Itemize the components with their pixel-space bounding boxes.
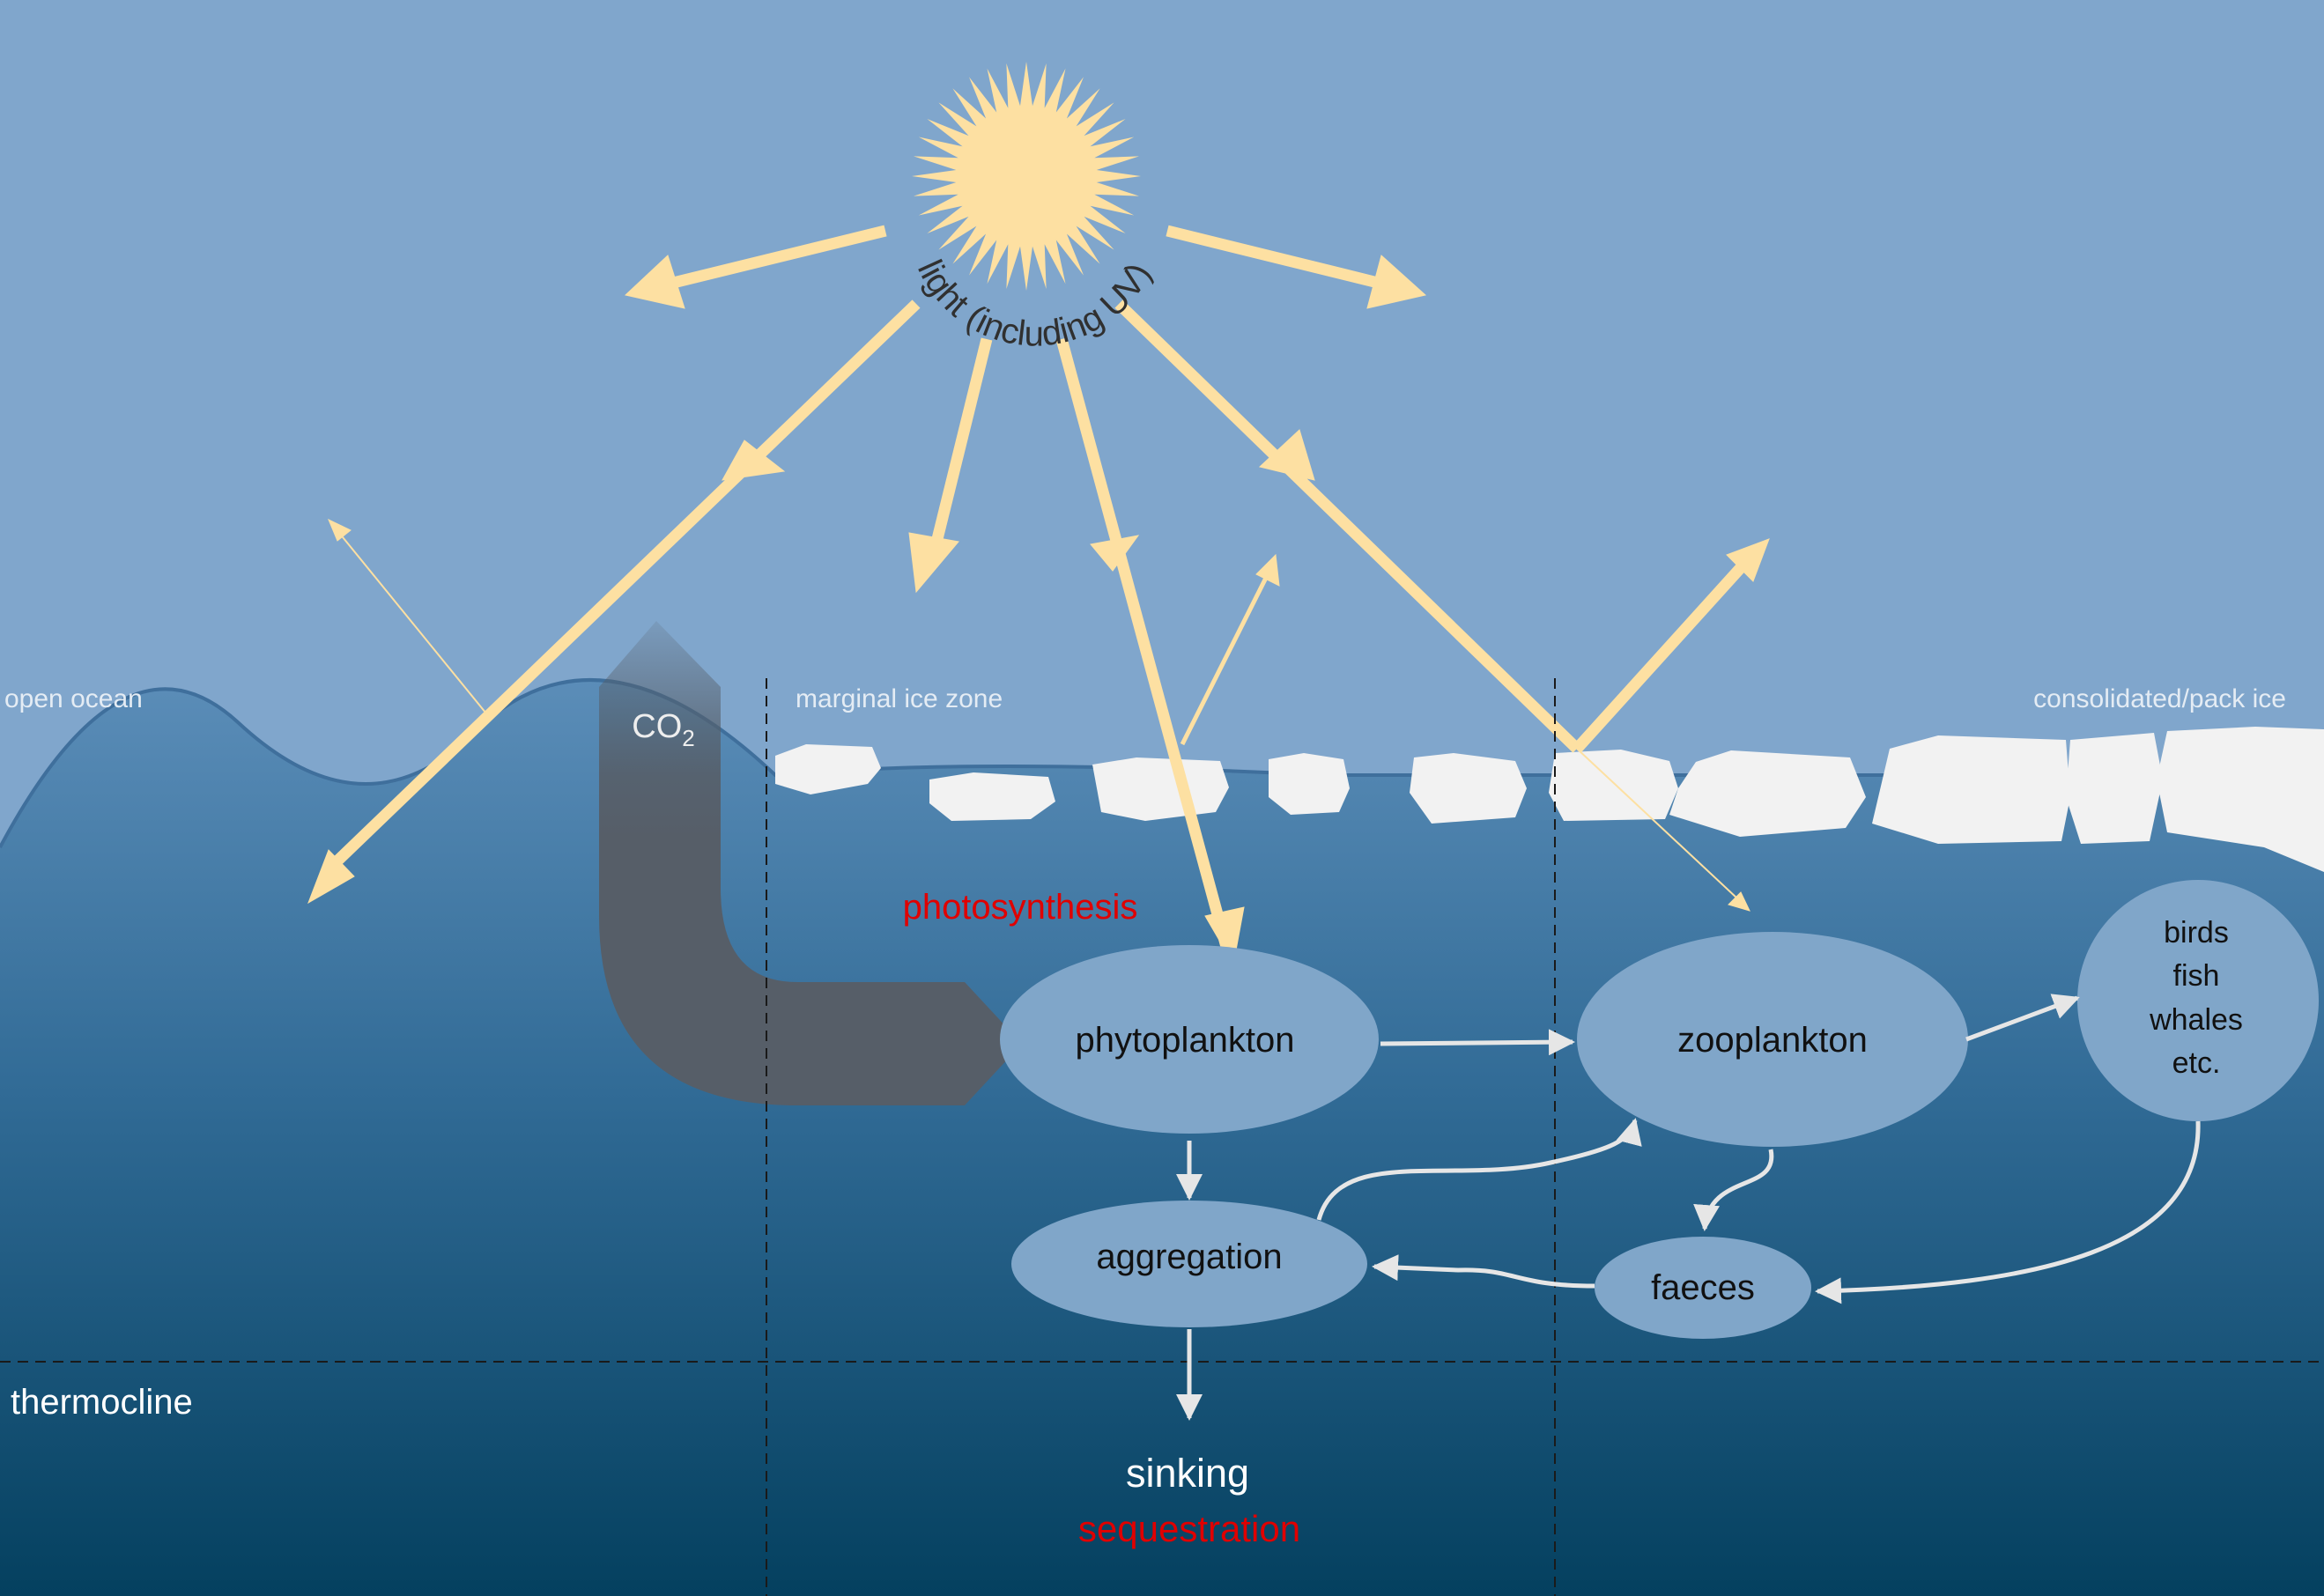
zooplankton-node [1577, 932, 1968, 1147]
flow-faeces-to-aggregation [1372, 1254, 1595, 1289]
beam-head [1726, 538, 1770, 582]
sea-ice [775, 727, 2324, 872]
transmitted-ray [1576, 748, 1738, 899]
zone-dividers [766, 678, 1556, 1596]
faeces-label: faeces [1651, 1268, 1755, 1307]
predators-line: birds [2164, 916, 2229, 949]
zone-label-marginal-ice: marginal ice zone [796, 684, 1003, 713]
ice-floe [1549, 750, 1678, 821]
ice-floe [1669, 750, 1866, 837]
reflected-ray-head [1255, 553, 1280, 587]
predators-line: whales [2149, 1003, 2243, 1037]
aggregation-label: aggregation [1096, 1238, 1282, 1276]
co2-label: CO2 [632, 708, 694, 751]
beam-head [307, 849, 355, 905]
beam-mid-head [722, 440, 786, 481]
transmitted-ray-head [1728, 891, 1750, 912]
predators-node [2077, 880, 2319, 1121]
predators-label: birds fish whales etc. [2149, 916, 2243, 1080]
predators-line: etc. [2172, 1046, 2221, 1080]
flow-zoo-to-faeces [1693, 1149, 1774, 1231]
beam-head [1366, 255, 1427, 309]
zone-label-pack-ice: consolidated/pack ice [2033, 684, 2286, 713]
co2-uptake-arrow [599, 621, 1022, 1105]
ice-floe [1410, 753, 1527, 824]
beam-head [908, 532, 959, 594]
ice-floe [2157, 727, 2324, 872]
sea-surface-line [0, 678, 2324, 848]
ice-floe [929, 772, 1055, 821]
reflected-ray-head [328, 518, 352, 542]
predators-line: fish [2173, 959, 2220, 993]
reflected-ray [1180, 571, 1271, 746]
co2-subscript: 2 [682, 725, 694, 751]
ice-floe [2066, 733, 2163, 844]
sinking-label: sinking [1126, 1451, 1249, 1496]
ice-floe [775, 744, 881, 794]
beam-head [624, 255, 685, 309]
thin-rays [328, 518, 1750, 912]
co2-main: CO [632, 708, 682, 745]
light-beams [307, 225, 1770, 966]
flow-aggregation-to-zoo [1316, 1118, 1642, 1221]
ice-floe [1872, 735, 2070, 844]
zone-label-open-ocean: open ocean [4, 684, 143, 713]
beam-mid-head [1258, 429, 1315, 481]
flow-predators-to-faeces [1815, 1120, 2201, 1304]
phytoplankton-label: phytoplankton [1075, 1021, 1294, 1060]
reflected-ray [338, 532, 491, 719]
sun-icon [912, 62, 1141, 291]
faeces-node [1595, 1237, 1811, 1339]
ice-floe [1092, 757, 1229, 821]
flow-phyto-to-zoo [1380, 1029, 1575, 1056]
aggregation-node [1011, 1201, 1367, 1327]
phytoplankton-node [1000, 945, 1379, 1134]
photosynthesis-label: photosynthesis [903, 888, 1138, 927]
ice-floe [1269, 753, 1350, 815]
zooplankton-label: zooplankton [1677, 1021, 1868, 1060]
thermocline-label: thermocline [11, 1383, 193, 1422]
sequestration-label: sequestration [1078, 1508, 1300, 1549]
flow-arrows [1176, 994, 2201, 1421]
flow-zoo-to-predators [1965, 994, 2080, 1042]
beam-mid-head [1090, 535, 1140, 572]
